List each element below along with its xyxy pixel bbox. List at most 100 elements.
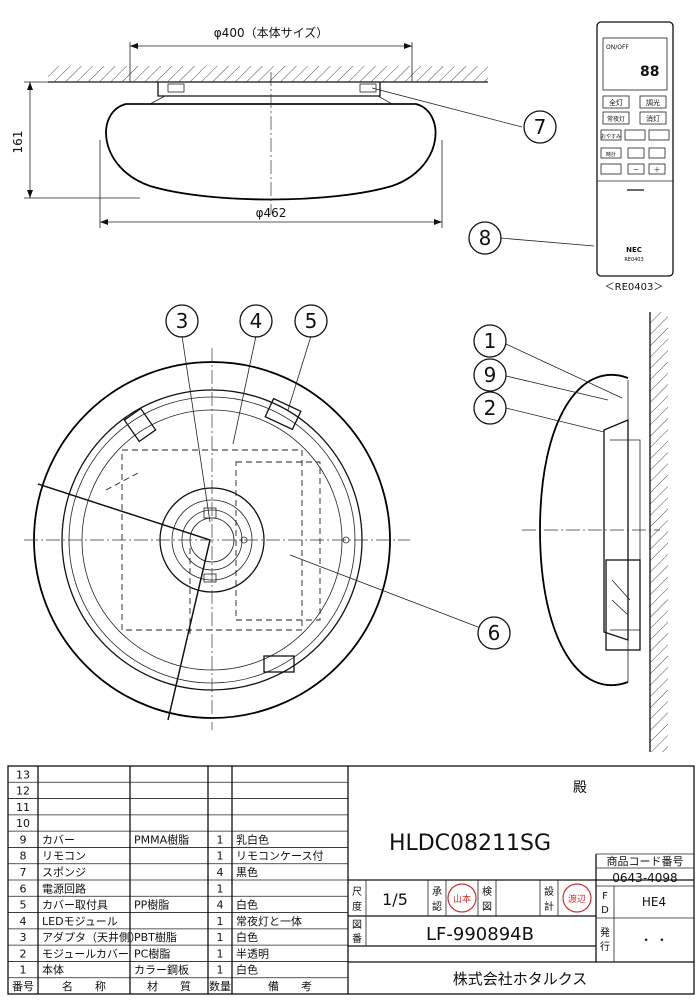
remote-btn-night: 常夜灯 xyxy=(607,115,625,123)
svg-text:計: 計 xyxy=(544,900,554,913)
remote-brand: NEC xyxy=(626,246,642,254)
dim-diameter-label: φ462 xyxy=(256,206,287,220)
parts-cell-name: LEDモジュール xyxy=(42,915,118,928)
side-section-view xyxy=(505,312,668,752)
remote-btn-minus: － xyxy=(633,166,640,174)
drawing-no-label: 図 xyxy=(352,919,362,931)
callout-5: 5 xyxy=(294,304,328,338)
issue-label: 発 xyxy=(600,926,610,939)
svg-text:2: 2 xyxy=(484,396,497,420)
parts-cell-note: 白色 xyxy=(236,898,258,912)
parts-cell-note: 白色 xyxy=(236,963,258,977)
callout-6: 6 xyxy=(477,616,511,650)
parts-cell-qty: 1 xyxy=(217,850,224,863)
title-block: 殿 HLDC08211SG 商品コード番号 0643-4098 尺 度 1/5 … xyxy=(348,780,694,988)
dim-width-label: φ400（本体サイズ） xyxy=(214,25,328,40)
svg-text:認: 認 xyxy=(432,900,442,913)
parts-cell-no: 1 xyxy=(20,964,27,977)
parts-header-qty: 数量 xyxy=(209,980,231,993)
parts-cell-name: カバー取付具 xyxy=(42,899,108,912)
plan-view xyxy=(24,335,479,730)
svg-text:9: 9 xyxy=(484,363,497,387)
parts-cell-no: 6 xyxy=(20,882,27,895)
approval-stamp: 山本 xyxy=(447,883,477,913)
parts-cell-note: 乳白色 xyxy=(236,832,269,846)
parts-cell-no: 12 xyxy=(16,785,30,798)
company-name: 株式会社ホタルクス xyxy=(453,970,588,988)
svg-text:ON/OFF: ON/OFF xyxy=(606,44,629,51)
product-code-label: 商品コード番号 xyxy=(607,854,684,868)
svg-text:番: 番 xyxy=(352,933,362,945)
scale-value: 1/5 xyxy=(382,890,408,909)
callout-3: 3 xyxy=(165,304,199,338)
parts-cell-note: リモコンケース付 xyxy=(236,850,323,863)
parts-cell-no: 13 xyxy=(16,768,30,781)
issue-value: ・ ・ xyxy=(640,933,668,947)
fd-value: HE4 xyxy=(642,895,666,909)
svg-text:88: 88 xyxy=(640,64,659,80)
parts-cell-qty: 1 xyxy=(217,833,224,846)
svg-text:5: 5 xyxy=(305,309,318,333)
remote-control-drawing: ON/OFF 88 全灯 調光 常夜灯 消灯 おやすみ 時計 － ＋ xyxy=(499,21,674,293)
parts-cell-name: アダプタ（天井側） xyxy=(42,930,141,944)
callout-2: 2 xyxy=(473,391,507,425)
wall-hatch xyxy=(650,312,668,752)
side-elevation-view: φ400（本体サイズ） 161 φ462 xyxy=(11,25,523,228)
scale-label: 尺 xyxy=(352,886,362,898)
parts-cell-name: リモコン xyxy=(42,850,86,863)
parts-cell-material: PC樹脂 xyxy=(134,946,170,960)
remote-btn-sleep: おやすみ xyxy=(601,133,621,140)
svg-text:7: 7 xyxy=(534,115,547,139)
remote-btn-dim: 調光 xyxy=(646,98,660,107)
parts-header-no: 番号 xyxy=(12,980,34,993)
parts-cell-no: 7 xyxy=(20,866,27,879)
remote-btn-time: 時計 xyxy=(606,151,616,158)
parts-cell-no: 10 xyxy=(16,817,30,830)
parts-cell-no: 8 xyxy=(20,850,27,863)
ceiling-hatch xyxy=(48,66,488,82)
dim-height-label: 161 xyxy=(11,131,25,154)
parts-cell-no: 3 xyxy=(20,931,27,944)
drawing-no: LF-990894B xyxy=(426,924,534,945)
parts-cell-name: カバー xyxy=(42,833,75,846)
svg-text:図: 図 xyxy=(482,901,492,913)
svg-text:行: 行 xyxy=(600,940,610,953)
callout-8: 8 xyxy=(468,221,502,255)
svg-text:8: 8 xyxy=(479,226,492,250)
design-label: 設 xyxy=(544,885,554,898)
parts-cell-no: 2 xyxy=(20,947,27,960)
remote-code: RE0403 xyxy=(624,257,643,263)
parts-header-note: 備 考 xyxy=(268,980,312,993)
design-stamp: 渡辺 xyxy=(562,883,592,913)
callouts: 7 8 3 4 5 6 1 9 2 xyxy=(165,110,557,650)
svg-text:1: 1 xyxy=(484,329,497,353)
parts-cell-qty: 1 xyxy=(217,882,224,895)
check-label: 検 xyxy=(482,885,492,898)
remote-btn-off: 消灯 xyxy=(646,114,660,123)
callout-9: 9 xyxy=(473,358,507,392)
approval-label: 承 xyxy=(432,886,442,898)
parts-cell-material: PMMA樹脂 xyxy=(134,832,189,846)
svg-text:6: 6 xyxy=(488,621,501,645)
callout-4: 4 xyxy=(239,304,273,338)
parts-cell-name: 電源回路 xyxy=(42,881,86,895)
svg-text:山本: 山本 xyxy=(453,893,471,905)
svg-text:D: D xyxy=(601,905,609,916)
parts-cell-note: 白色 xyxy=(236,930,258,944)
parts-cell-no: 11 xyxy=(16,801,30,814)
remote-btn-plus: ＋ xyxy=(654,166,661,174)
parts-cell-material: PP樹脂 xyxy=(134,898,169,912)
parts-header-material: 材 質 xyxy=(147,979,191,993)
parts-cell-qty: 4 xyxy=(217,899,224,912)
honorific: 殿 xyxy=(573,780,587,796)
model-name: HLDC08211SG xyxy=(389,831,551,856)
svg-text:度: 度 xyxy=(352,900,362,913)
parts-cell-no: 5 xyxy=(20,899,27,912)
parts-cell-qty: 4 xyxy=(217,866,224,879)
svg-text:3: 3 xyxy=(176,309,189,333)
svg-text:4: 4 xyxy=(250,309,263,333)
parts-cell-material: カラー鋼板 xyxy=(134,963,189,977)
remote-model-label: ＜RE0403＞ xyxy=(605,282,664,293)
